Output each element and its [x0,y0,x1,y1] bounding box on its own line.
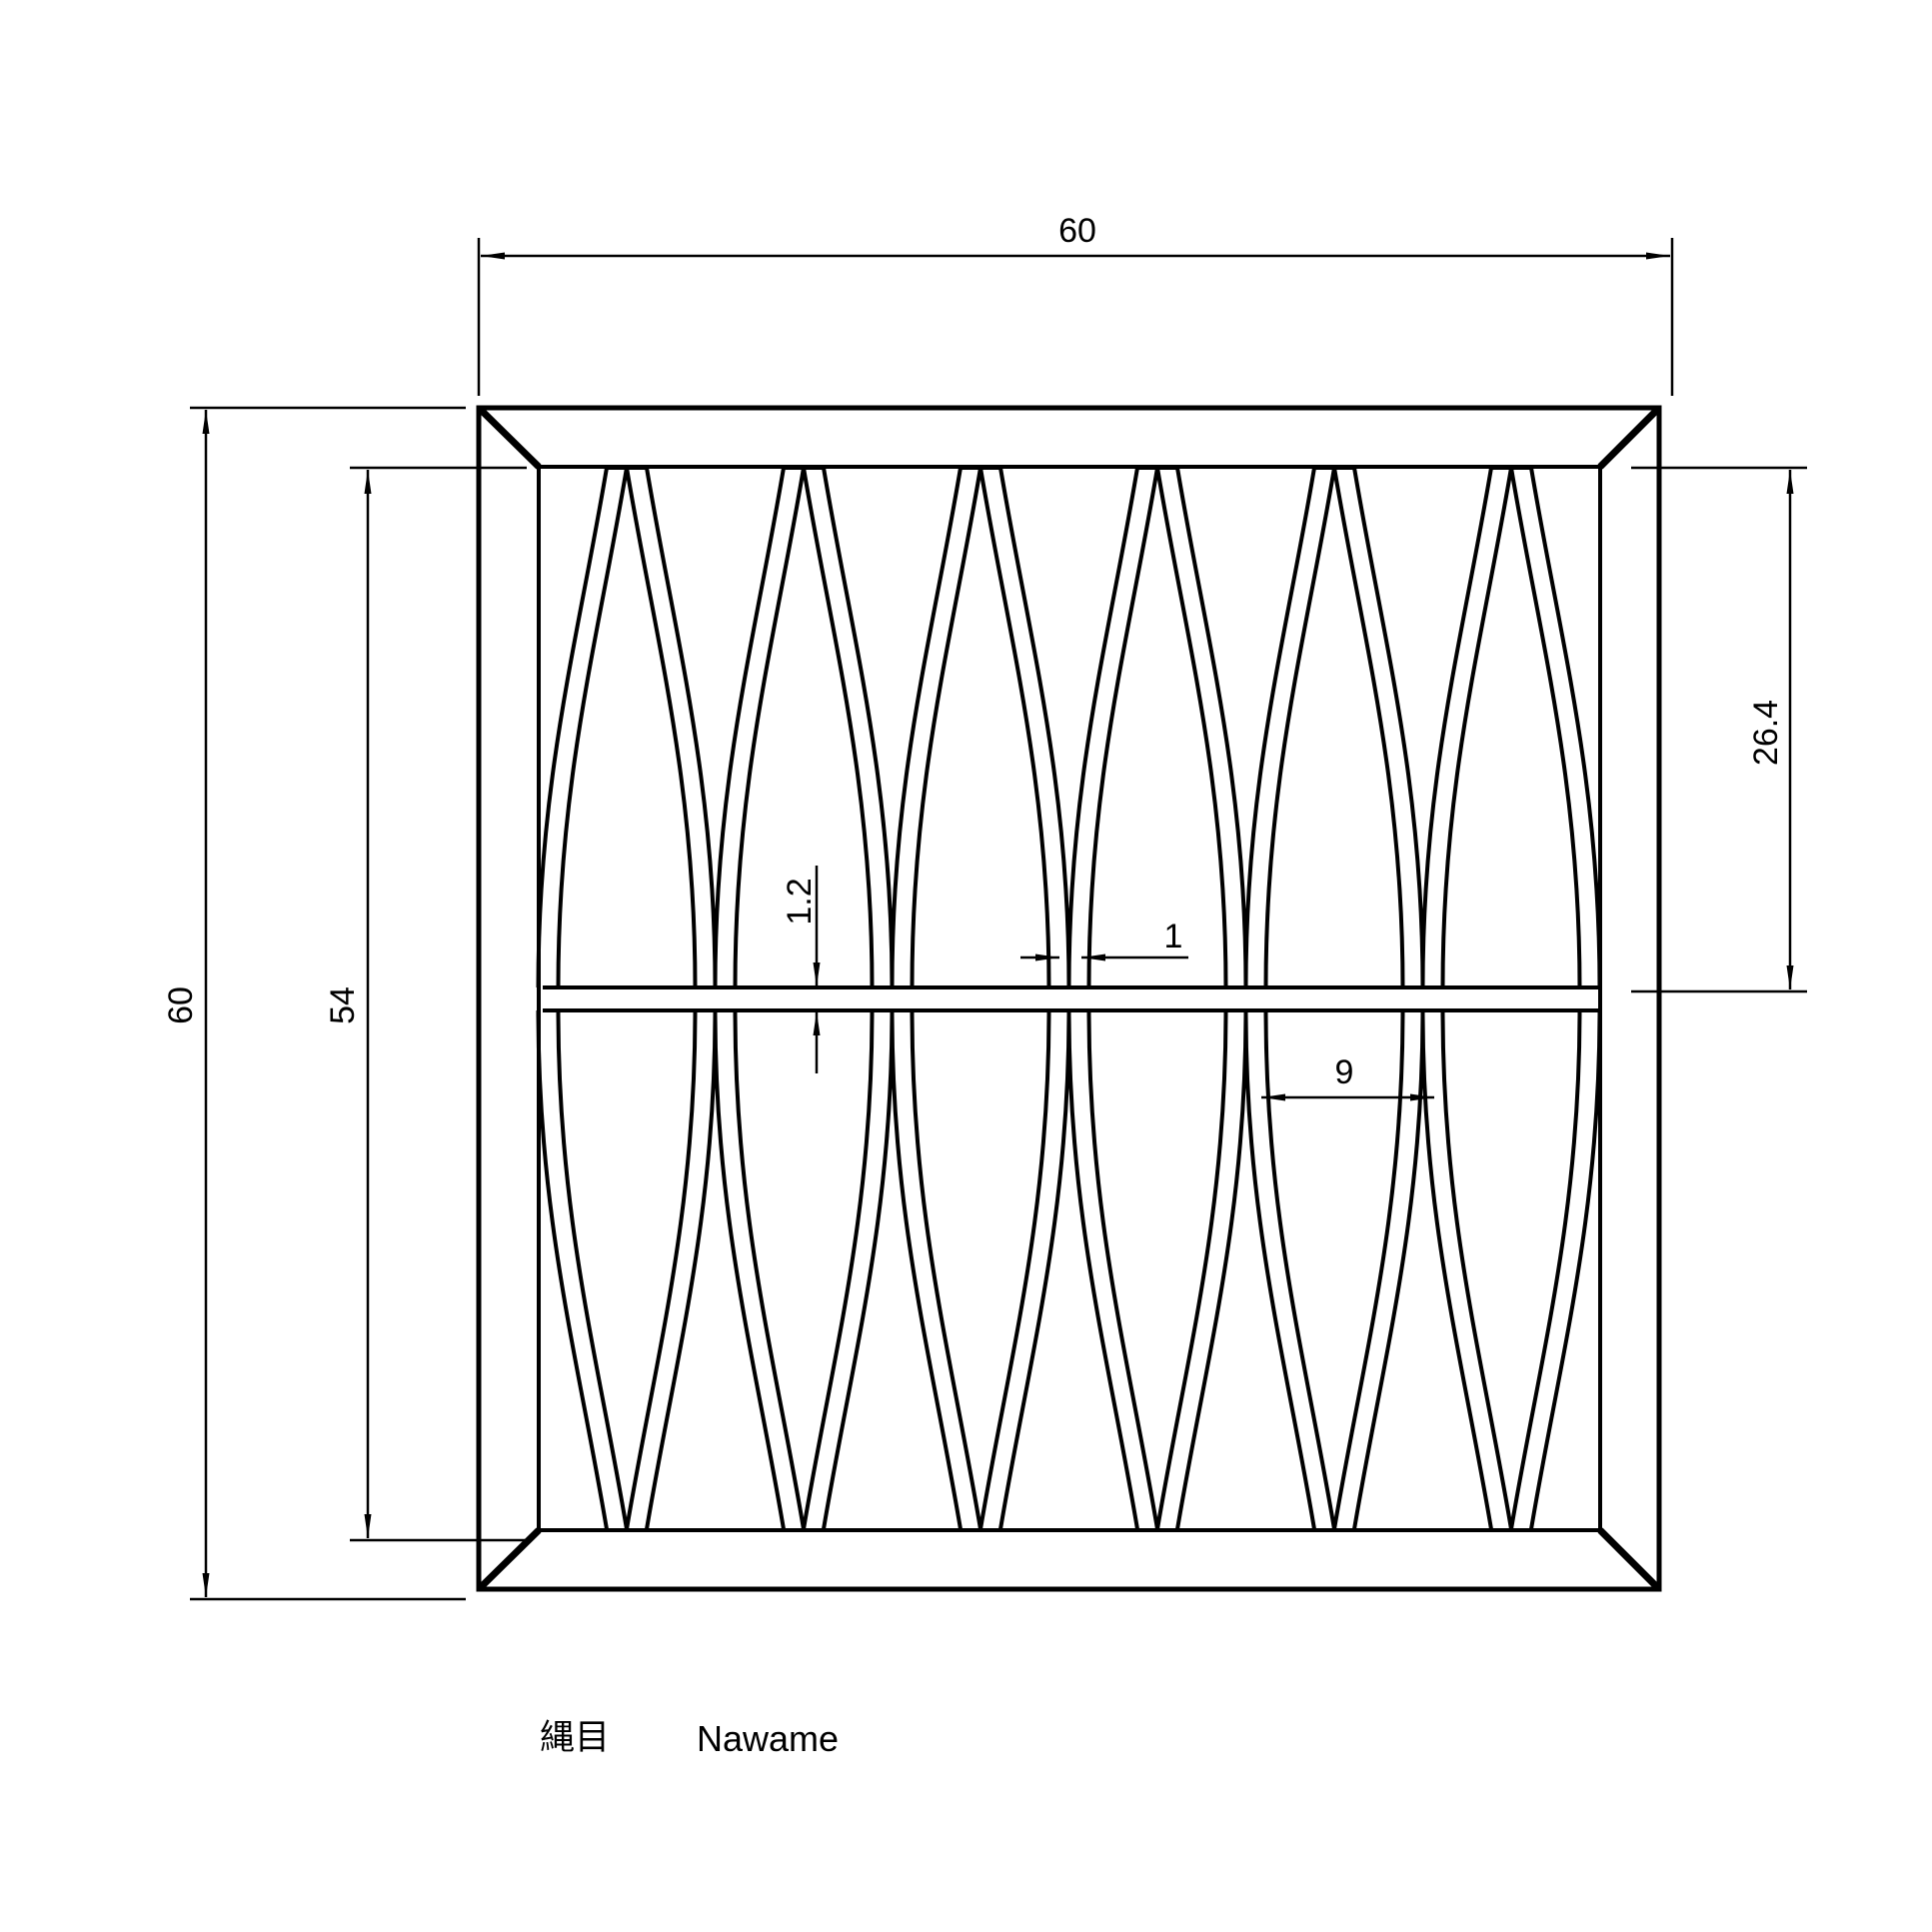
inner-frame [537,465,1602,1532]
strand-edge [1243,467,1316,988]
strand-edge [978,1009,1051,1530]
strand-edge [536,1009,609,1530]
label-pitch: 9 [1335,1053,1354,1091]
strand-edge [1263,1009,1336,1530]
strand-edge [1243,1009,1316,1530]
strand-edge [822,1009,895,1530]
strand-edge [1420,467,1493,988]
label-overall-height: 60 [162,986,200,1024]
strand-edge [556,1009,629,1530]
strand-edge [733,1009,806,1530]
strand-edge [1509,467,1582,988]
strand-edge [1529,467,1602,988]
label-strand-width: 1 [1164,918,1183,956]
center-rail [543,985,1600,1012]
title-english: Nawame [697,1718,840,1759]
strand-edge [556,467,629,988]
outer-frame [476,405,1662,1592]
strand-edge [713,1009,786,1530]
strand-edge [1086,467,1159,988]
strand-edge [1440,1009,1513,1530]
strand-edge [1175,1009,1248,1530]
strand-edge [802,1009,875,1530]
strand-edge [713,467,786,988]
miter-top-right [1597,405,1662,470]
strand-edge [625,467,698,988]
strand-edge [1529,1009,1602,1530]
title-japanese: 縄目 [540,1718,611,1758]
miter-bottom-right [1597,1527,1662,1592]
strand-edge [1155,1009,1228,1530]
miter-top-left [476,405,542,470]
strand-edge [1420,1009,1493,1530]
strand-edge [625,1009,698,1530]
strand-edge [645,467,718,988]
dimensions [190,238,1807,1601]
strand-edge [910,467,982,988]
strand-edge [1332,467,1405,988]
strand-edge [1175,467,1248,988]
strand-edge [1332,1009,1405,1530]
frame [476,405,1662,1592]
strand-edge [1066,1009,1139,1530]
strand-edge [1066,467,1139,988]
strand-edge [1086,1009,1159,1530]
label-overall-width: 60 [1058,212,1096,250]
strand-edge [822,467,895,988]
strand-edge [1352,1009,1425,1530]
strand-edge [645,1009,718,1530]
strand-edge [998,1009,1071,1530]
strand-edge [1440,467,1513,988]
strand-edge [910,1009,982,1530]
label-half-height: 26.4 [1747,700,1785,766]
label-inner-height: 54 [324,986,362,1024]
strand-edge [733,467,806,988]
strand-edge [802,467,875,988]
strand-edge [998,467,1071,988]
nawame-strands [536,466,1602,1530]
strand-edge [1155,467,1228,988]
strand-edge [1352,467,1425,988]
label-rail-thickness: 1.2 [781,878,819,925]
strand-edge [1263,467,1336,988]
strand-edge [1509,1009,1582,1530]
miter-bottom-left [476,1527,542,1592]
strand-edge [978,467,1051,988]
strand-edge [536,467,609,988]
strand-edge [890,467,963,988]
strand-edge [890,1009,963,1530]
